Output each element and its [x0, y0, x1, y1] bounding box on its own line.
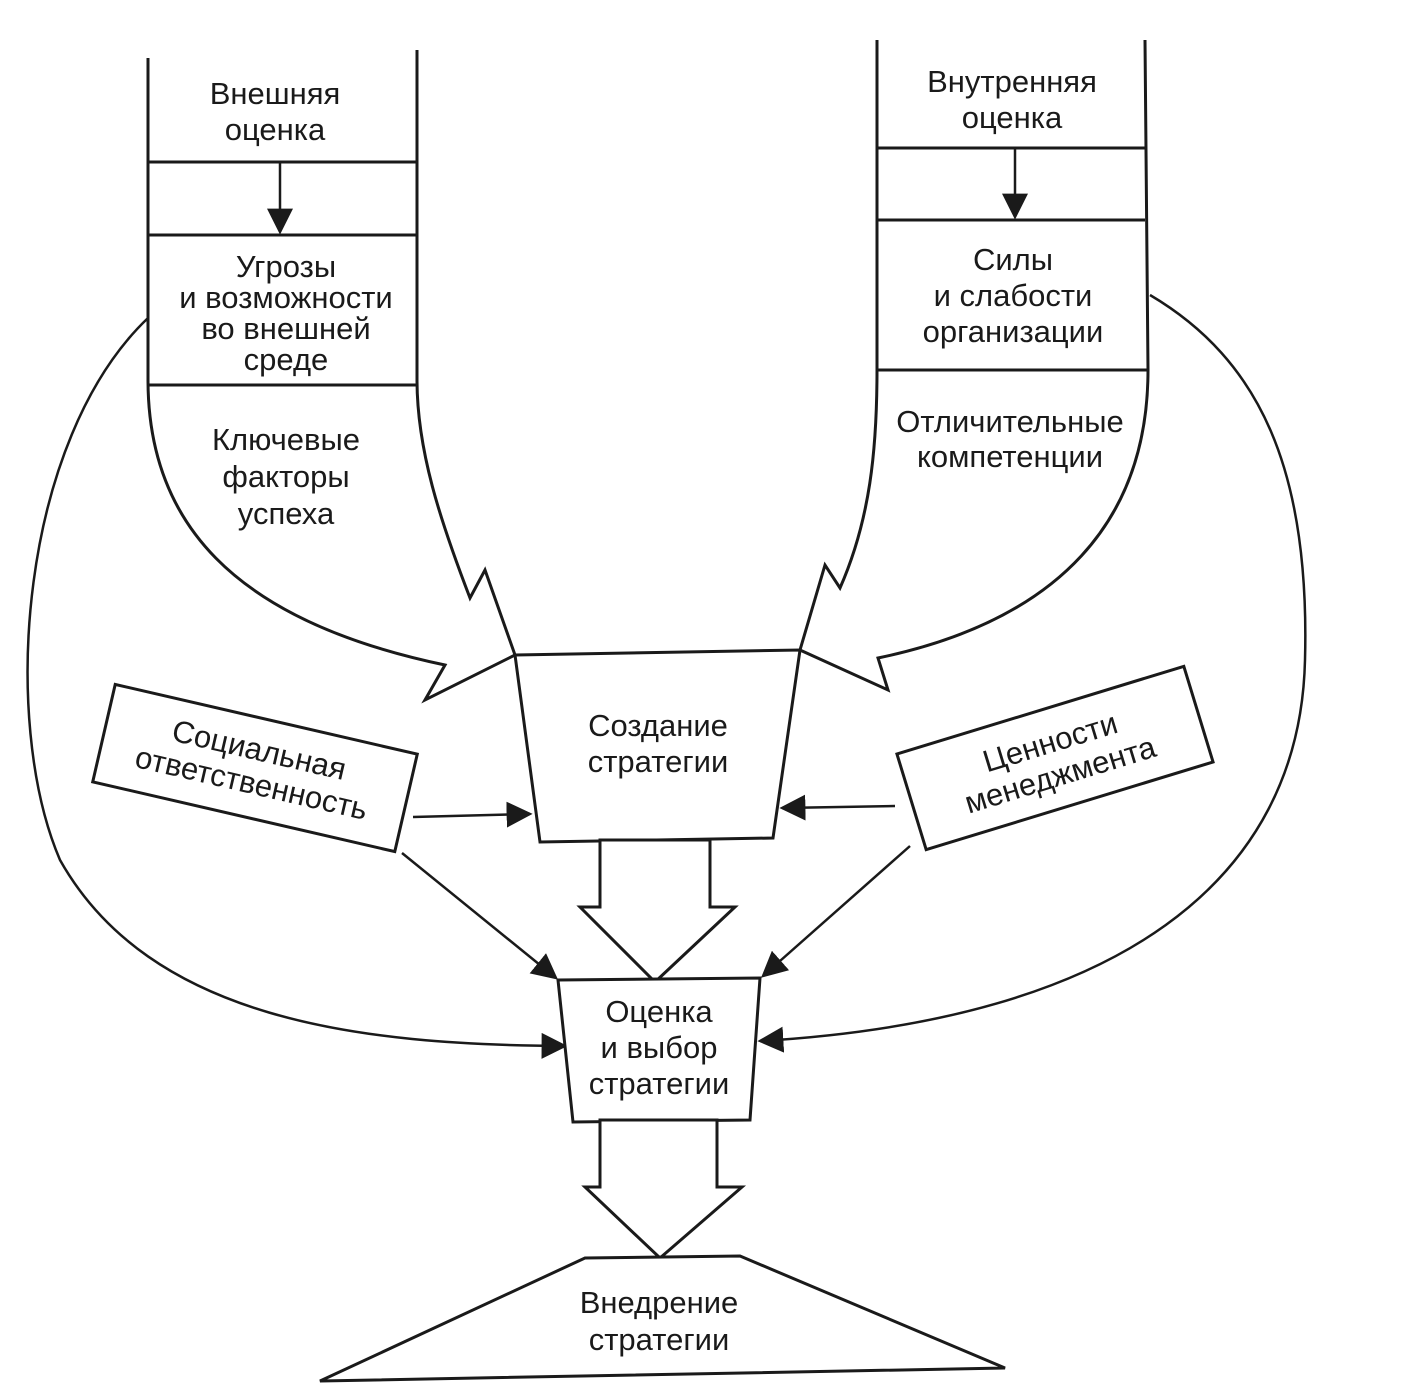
social-responsibility-box	[90, 682, 420, 854]
implementation-line1: Внедрение	[580, 1285, 739, 1320]
external-assessment-funnel	[146, 50, 517, 704]
strengths-line3: организации	[923, 314, 1104, 349]
ksf-line1: Ключевые	[212, 422, 360, 457]
creation-line1: Создание	[588, 708, 728, 743]
ksf-line3: успеха	[238, 496, 335, 531]
internal-title-line1: Внутренняя	[927, 64, 1097, 99]
threats-line2: и возможности	[179, 280, 392, 315]
social-to-selection-arrow	[401, 852, 559, 980]
selection-to-implementation-arrow	[581, 1118, 747, 1261]
internal-assessment-funnel	[798, 39, 1150, 693]
external-title-line1: Внешняя	[210, 76, 341, 111]
competencies-line2: компетенции	[917, 439, 1103, 474]
ksf-line2: факторы	[222, 459, 349, 494]
values-to-selection-arrow	[761, 845, 911, 978]
strategy-selection-box	[556, 976, 762, 1124]
implementation-line2: стратегии	[589, 1322, 730, 1357]
threats-line1: Угрозы	[236, 249, 336, 284]
threats-line3: во внешней	[201, 311, 370, 346]
creation-to-selection-arrow	[576, 838, 739, 985]
management-values-box	[895, 664, 1215, 852]
strengths-line2: и слабости	[934, 278, 1093, 313]
values-to-creation-arrow	[779, 794, 896, 821]
strategy-creation-box	[513, 648, 802, 844]
strategy-implementation-box	[319, 1254, 1006, 1383]
selection-line1: Оценка	[605, 994, 713, 1029]
left-outer-curve-arrow	[26, 317, 568, 1059]
selection-line2: и выбор	[601, 1030, 718, 1065]
selection-line3: стратегии	[589, 1066, 730, 1101]
strengths-line1: Силы	[973, 242, 1053, 277]
social-to-creation-arrow	[412, 801, 533, 828]
external-title-line2: оценка	[225, 112, 326, 147]
competencies-line1: Отличительные	[896, 404, 1123, 439]
threats-line4: среде	[244, 342, 329, 377]
internal-title-line2: оценка	[962, 100, 1063, 135]
creation-line2: стратегии	[588, 744, 729, 779]
right-outer-curve-arrow	[757, 293, 1307, 1053]
